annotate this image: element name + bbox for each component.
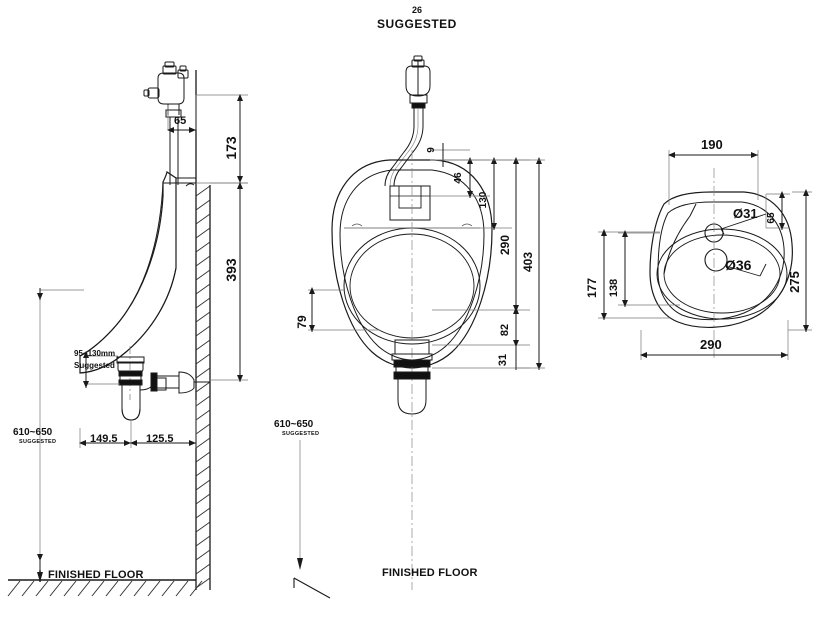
dim-82: 82 xyxy=(499,323,511,337)
plan-view-geometry xyxy=(598,150,812,360)
dim-149-5: 149.5 xyxy=(90,433,118,445)
note-trap-line1: 95~130mm xyxy=(74,349,116,358)
note-floor-height-mid-sub: SUGGESTED xyxy=(282,431,320,437)
dim-190: 190 xyxy=(701,137,723,152)
dim-9: 9 xyxy=(426,147,437,153)
dim-46: 46 xyxy=(453,172,464,184)
finished-floor-label-left: FINISHED FLOOR xyxy=(48,569,144,581)
finished-floor-label-mid: FINISHED FLOOR xyxy=(382,567,478,579)
note-floor-height-mid: 610~650 xyxy=(274,419,314,430)
dim-130: 130 xyxy=(478,191,489,209)
dim-31: 31 xyxy=(497,353,509,367)
dim-275: 275 xyxy=(787,271,802,293)
note-floor-height-left-sub: SUGGESTED xyxy=(19,439,57,445)
dim-79: 79 xyxy=(295,315,309,329)
dim-403: 403 xyxy=(521,251,535,273)
dim-diameter-31: Ø31 xyxy=(733,206,758,221)
dim-125-5: 125.5 xyxy=(146,433,174,445)
dim-diameter-36: Ø36 xyxy=(725,257,752,273)
front-elevation-geometry xyxy=(293,55,545,599)
title-number: 26 xyxy=(412,5,423,15)
dim-138: 138 xyxy=(608,278,620,298)
dim-173: 173 xyxy=(223,136,239,160)
side-elevation-geometry xyxy=(7,61,248,597)
dim-177: 177 xyxy=(585,277,599,299)
note-floor-height-left: 610~650 xyxy=(13,427,53,438)
title-suggested: SUGGESTED xyxy=(377,17,457,31)
dim-290-front: 290 xyxy=(498,234,512,256)
dim-65: 65 xyxy=(174,115,187,127)
note-trap-line2: Suggested xyxy=(74,361,115,370)
dim-290-plan: 290 xyxy=(700,337,722,352)
dim-393: 393 xyxy=(223,258,239,282)
dim-65-plan: 65 xyxy=(766,212,777,224)
